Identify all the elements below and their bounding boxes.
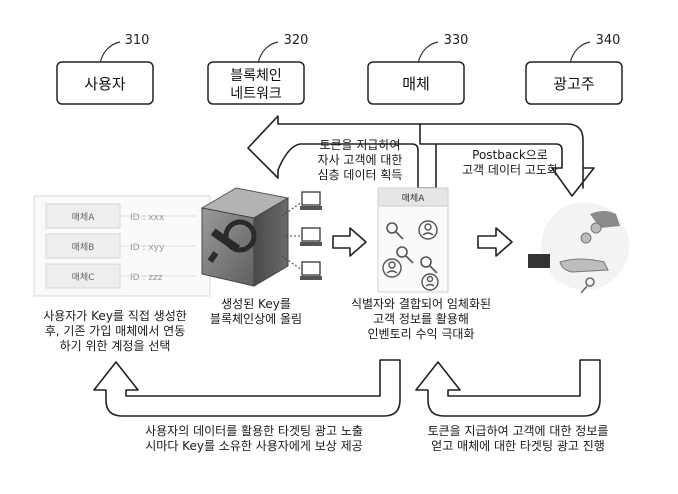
right-arrow-icon <box>332 227 367 257</box>
reference-leaders <box>99 41 591 65</box>
media-card <box>377 187 449 293</box>
caption-bottom-right-arrow: 토큰을 지급하여 고객에 대한 정보를 얻고 매체에 대한 타겟팅 광고 진행 <box>427 424 609 453</box>
entity-label-media: 매체 <box>402 75 430 93</box>
computer-icon <box>300 227 322 246</box>
media-card-title: 매체A <box>402 193 426 204</box>
computer-icon <box>300 191 322 210</box>
coin-icon <box>580 232 592 244</box>
ref-number-320: 320 <box>284 33 309 48</box>
caption-media-description: 식별자와 결합되어 임체화된 고객 정보를 활용해 인벤토리 수익 극대화 <box>350 297 492 341</box>
advertiser-illustration <box>528 202 629 294</box>
caption-top-left-arrow: 토큰을 지급하여 자사 고객에 대한 심층 데이터 획득 <box>317 138 403 182</box>
person-icon <box>418 220 438 240</box>
entity-label-blockchain-line2: 네트워크 <box>230 86 282 102</box>
account-row-b-media <box>45 233 121 259</box>
entity-box-user <box>56 61 154 105</box>
entity-box-advertiser <box>525 61 623 105</box>
network-nodes <box>281 201 303 271</box>
wallet-icon <box>528 254 550 268</box>
leader-320 <box>257 41 279 65</box>
caption-key-description: 생성된 Key를 블록체인상에 올림 <box>209 297 303 326</box>
top-right-u-arrow <box>419 123 595 197</box>
key-icon <box>580 277 595 294</box>
entity-label-advertiser: 광고주 <box>553 75 594 93</box>
account-row-a-id: ID : xxx <box>130 213 165 223</box>
caption-top-right-arrow: Postback으로 고객 데이터 고도화 <box>462 148 558 177</box>
key-icon <box>396 246 414 264</box>
lock-key-icon <box>200 187 290 287</box>
coin-icon <box>590 222 602 234</box>
bottom-right-u-arrow <box>415 359 601 417</box>
caption-user-description: 사용자가 Key를 직접 생성한 후, 기존 가입 매체에서 연동 하기 위한 … <box>43 309 187 353</box>
account-row-a-media-label: 매체A <box>72 212 96 223</box>
account-row-c-media <box>45 263 121 289</box>
ref-number-340: 340 <box>596 33 621 48</box>
user-accounts-panel <box>33 195 211 297</box>
caption-bottom-left-arrow: 사용자의 데이터를 활용한 타겟팅 광고 노출 시마다 Key를 소유한 사용자… <box>145 424 363 453</box>
entity-box-blockchain <box>207 61 305 105</box>
person-icon <box>421 273 439 291</box>
entity-box-media <box>367 61 465 105</box>
account-row-b-id: ID : xyy <box>130 243 165 253</box>
key-icon <box>420 256 438 274</box>
leader-340 <box>569 41 591 65</box>
key-icon <box>386 222 404 240</box>
hand-icon <box>559 258 609 273</box>
leader-310 <box>99 41 121 65</box>
right-arrow-icon <box>477 227 513 257</box>
bottom-left-u-arrow <box>93 359 401 417</box>
account-row-c-id: ID : zzz <box>130 273 163 283</box>
entity-label-user: 사용자 <box>84 75 126 93</box>
person-icon <box>382 258 402 278</box>
computer-icon <box>300 261 322 280</box>
entity-label-blockchain-line1: 블록체인 <box>230 68 282 84</box>
ref-number-330: 330 <box>444 33 469 48</box>
ref-number-310: 310 <box>125 33 150 48</box>
account-row-c-media-label: 매체C <box>72 272 95 283</box>
account-row-b-media-label: 매체B <box>72 242 95 253</box>
leader-330 <box>417 41 439 65</box>
